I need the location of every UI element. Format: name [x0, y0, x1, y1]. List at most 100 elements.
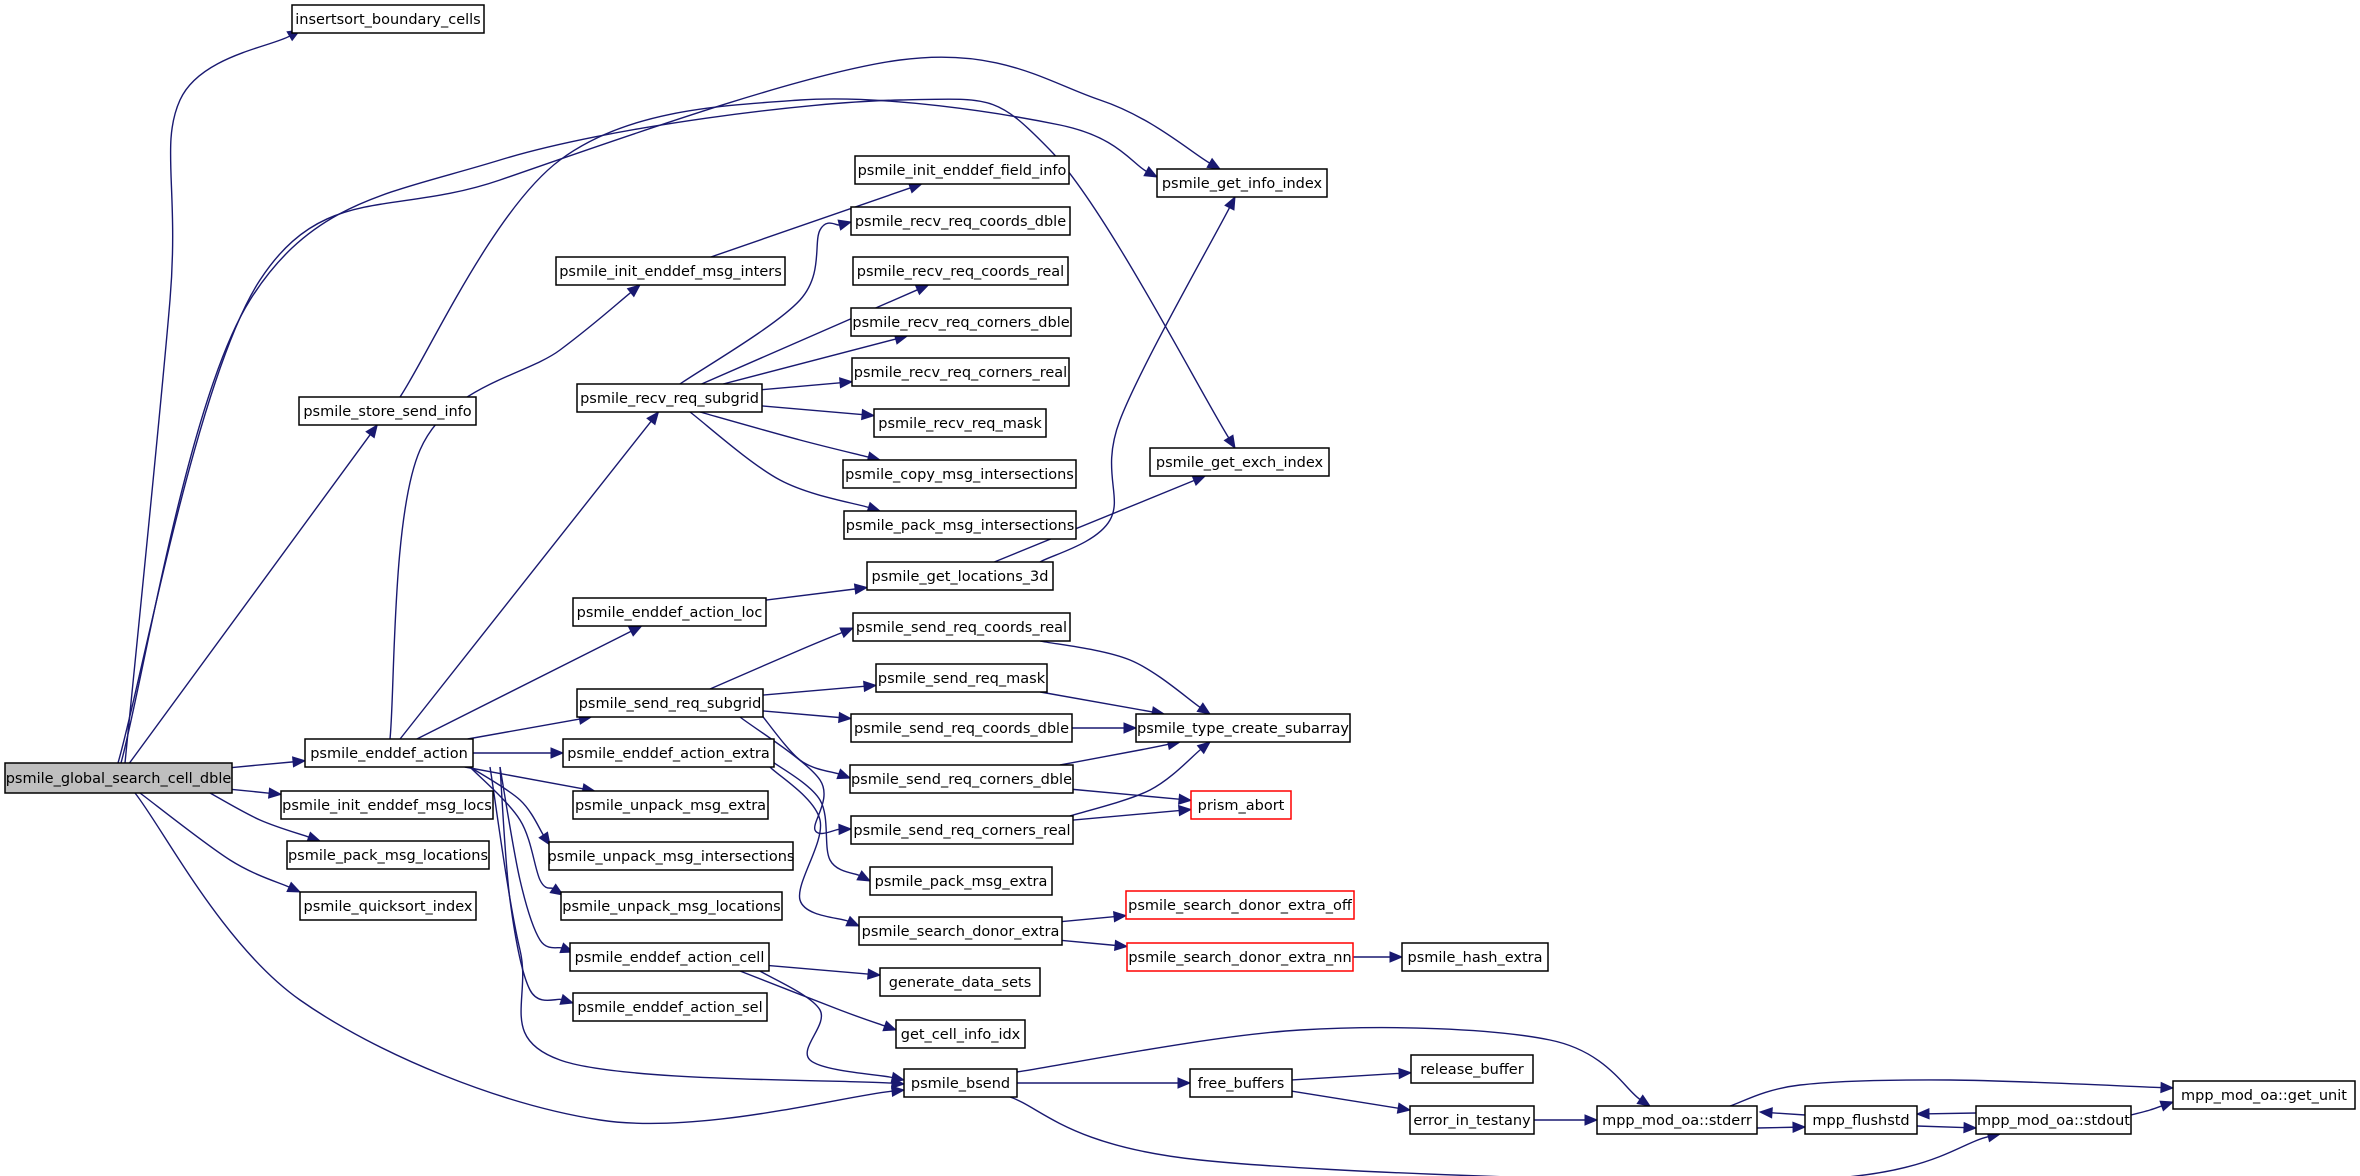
arrowhead-icon: [838, 823, 853, 836]
edge-line: [739, 970, 885, 1027]
node-box: [569, 942, 770, 972]
node-box: [291, 4, 485, 34]
edge-line: [761, 382, 841, 391]
edge-get_locations_3d-to-get_info_index: [1039, 195, 1236, 563]
edge-line: [701, 289, 918, 385]
node-label: free_buffers: [1198, 1076, 1285, 1092]
edge-line: [765, 588, 856, 601]
edge-line: [769, 766, 849, 922]
node-store-send-info[interactable]: psmile_store_send_info: [298, 396, 477, 426]
node-unpack-msg-extra[interactable]: psmile_unpack_msg_extra: [572, 790, 769, 820]
node-search-donor-extra[interactable]: psmile_search_donor_extra: [858, 916, 1063, 946]
edge-line: [1928, 1112, 1977, 1115]
node-stderr[interactable]: mpp_mod_oa::stderr: [1596, 1105, 1758, 1135]
node-copy-msg-inters[interactable]: psmile_copy_msg_intersections: [842, 459, 1077, 489]
node-recv-subgrid[interactable]: psmile_recv_req_subgrid: [576, 383, 763, 413]
node-action-loc[interactable]: psmile_enddef_action_loc: [572, 597, 767, 627]
node-global-search[interactable]: psmile_global_search_cell_dble: [4, 762, 233, 794]
edge-send_corners_dble-to-prism_abort: [1072, 788, 1193, 805]
edge-global_search-to-pack_msg_locations: [209, 792, 322, 843]
node-label: psmile_pack_msg_extra: [875, 874, 1048, 890]
node-box: [850, 307, 1072, 337]
node-recv-coords-real[interactable]: psmile_recv_req_coords_real: [852, 256, 1069, 286]
node-get-locations-3d[interactable]: psmile_get_locations_3d: [866, 561, 1054, 591]
node-pack-msg-locations[interactable]: psmile_pack_msg_locations: [286, 840, 490, 870]
edge-action_extra-to-search_donor_extra: [769, 766, 861, 927]
node-flushstd[interactable]: mpp_flushstd: [1804, 1105, 1918, 1135]
edge-stderr-to-get_unit: [1729, 1079, 2175, 1107]
node-unpack-msg-inters[interactable]: psmile_unpack_msg_intersections: [548, 841, 795, 871]
node-quicksort-index[interactable]: psmile_quicksort_index: [299, 891, 477, 921]
edge-bsend-to-stderr: [1016, 1026, 1652, 1107]
node-send-corners-real[interactable]: psmile_send_req_corners_real: [850, 815, 1074, 845]
node-send-mask[interactable]: psmile_send_req_mask: [875, 663, 1048, 693]
node-action-cell[interactable]: psmile_enddef_action_cell: [569, 942, 770, 972]
node-label: psmile_recv_req_mask: [878, 416, 1042, 432]
node-init-msg-locs[interactable]: psmile_init_enddef_msg_locs: [280, 790, 494, 820]
node-release-buffer[interactable]: release_buffer: [1410, 1054, 1534, 1084]
node-label: psmile_quicksort_index: [304, 899, 473, 915]
edge-action_cell-to-bsend: [759, 970, 906, 1084]
arrowhead-icon: [549, 883, 565, 896]
node-recv-coords-dble[interactable]: psmile_recv_req_coords_dble: [850, 206, 1071, 236]
node-send-subgrid[interactable]: psmile_send_req_subgrid: [576, 688, 764, 718]
arrowhead-icon: [1396, 1102, 1412, 1114]
node-label: psmile_enddef_action_cell: [575, 950, 765, 966]
node-get-info-index[interactable]: psmile_get_info_index: [1156, 168, 1328, 198]
node-stdout[interactable]: mpp_mod_oa::stdout: [1975, 1105, 2132, 1135]
node-box: [852, 612, 1071, 642]
edge-recv_subgrid-to-recv_coords_dble: [679, 219, 853, 385]
node-label: psmile_get_exch_index: [1156, 455, 1324, 471]
node-label: psmile_init_enddef_msg_locs: [282, 798, 492, 814]
node-box: [1975, 1105, 2132, 1135]
node-get-exch-index[interactable]: psmile_get_exch_index: [1149, 447, 1330, 477]
node-search-extra-off[interactable]: psmile_search_donor_extra_off: [1125, 890, 1355, 920]
arrowhead-icon: [1223, 434, 1236, 450]
node-init-msg-inters[interactable]: psmile_init_enddef_msg_inters: [555, 256, 786, 286]
node-label: psmile_store_send_info: [303, 404, 471, 420]
node-box: [866, 561, 1054, 591]
node-box: [286, 840, 490, 870]
node-pack-msg-inters[interactable]: psmile_pack_msg_intersections: [843, 510, 1077, 540]
node-send-coords-dble[interactable]: psmile_send_req_coords_dble: [850, 713, 1073, 743]
node-free-buffers[interactable]: free_buffers: [1189, 1068, 1293, 1098]
node-generate-data-sets[interactable]: generate_data_sets: [879, 967, 1041, 997]
node-box: [1409, 1105, 1535, 1135]
node-action-sel[interactable]: psmile_enddef_action_sel: [572, 992, 768, 1022]
node-bsend[interactable]: psmile_bsend: [903, 1068, 1018, 1098]
edge-enddef_action-to-action_extra: [473, 747, 565, 759]
node-pack-msg-extra[interactable]: psmile_pack_msg_extra: [869, 866, 1053, 896]
node-label: psmile_global_search_cell_dble: [6, 771, 232, 787]
edge-line: [1016, 1026, 1641, 1100]
node-send-corners-dble[interactable]: psmile_send_req_corners_dble: [849, 764, 1074, 794]
node-init-field-info[interactable]: psmile_init_enddef_field_info: [854, 155, 1070, 185]
node-error-in-testany[interactable]: error_in_testany: [1409, 1105, 1535, 1135]
arrowhead-icon: [1792, 1121, 1807, 1134]
node-label: psmile_recv_req_corners_real: [854, 365, 1067, 381]
node-recv-mask[interactable]: psmile_recv_req_mask: [873, 408, 1047, 438]
node-prism-abort[interactable]: prism_abort: [1190, 790, 1292, 820]
node-unpack-msg-locations[interactable]: psmile_unpack_msg_locations: [560, 891, 783, 921]
edge-send_subgrid-to-send_mask: [762, 680, 878, 696]
node-insertsort[interactable]: insertsort_boundary_cells: [291, 4, 485, 34]
node-label: psmile_unpack_msg_intersections: [548, 849, 795, 865]
edge-line: [1072, 809, 1180, 821]
node-box: [843, 510, 1077, 540]
node-send-coords-real[interactable]: psmile_send_req_coords_real: [852, 612, 1071, 642]
node-search-extra-nn[interactable]: psmile_search_donor_extra_nn: [1126, 942, 1354, 972]
node-recv-corners-real[interactable]: psmile_recv_req_corners_real: [851, 357, 1070, 387]
node-get-cell-info-idx[interactable]: get_cell_info_idx: [895, 1019, 1026, 1049]
node-enddef-action[interactable]: psmile_enddef_action: [304, 738, 474, 768]
node-type-create-subarray[interactable]: psmile_type_create_subarray: [1135, 713, 1351, 743]
node-label: psmile_init_enddef_msg_inters: [559, 264, 782, 280]
edge-line: [769, 759, 860, 877]
node-box: [852, 256, 1069, 286]
node-action-extra[interactable]: psmile_enddef_action_extra: [562, 738, 775, 768]
node-get-unit[interactable]: mpp_mod_oa::get_unit: [2172, 1080, 2356, 1110]
node-hash-extra[interactable]: psmile_hash_extra: [1401, 942, 1549, 972]
edge-recv_subgrid-to-recv_mask: [761, 405, 876, 421]
node-recv-corners-dble[interactable]: psmile_recv_req_corners_dble: [850, 307, 1072, 337]
node-label: get_cell_info_idx: [901, 1027, 1021, 1043]
arrowhead-icon: [861, 408, 876, 421]
arrowhead-icon: [1123, 722, 1138, 734]
